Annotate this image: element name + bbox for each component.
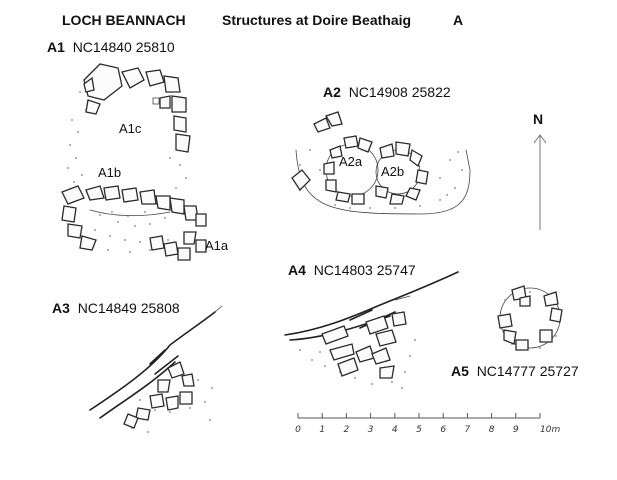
structure-a2-plan [291,111,471,215]
grid-ref-a2: NC14908 25822 [348,84,451,100]
structure-id-a3: A3 [52,300,70,316]
sheet-letter: A [453,12,464,28]
grid-ref-a4: NC14803 25747 [313,262,416,278]
sub-label-a1c: A1c [119,121,142,136]
structure-label-a2: A2 NC14908 25822 [323,85,451,99]
scale-tick-label: 5 [416,425,422,435]
structure-a5-plan [497,285,563,351]
scale-bar: 0 1 2 3 4 5 6 7 8 9 10m [295,413,560,435]
structure-id-a5: A5 [451,363,469,379]
scale-tick-label: 6 [440,425,446,435]
scale-ticks: 0 1 2 3 4 5 6 7 8 9 10m [295,413,560,435]
scale-tick-label: 7 [465,425,471,435]
structure-id-a4: A4 [288,262,306,278]
a4-rubble-spread [299,339,416,389]
north-label: N [533,111,544,127]
structure-label-a4: A4 NC14803 25747 [288,263,416,277]
structure-id-a1: A1 [47,39,65,55]
scale-tick-label: 9 [513,425,519,435]
structure-id-a2: A2 [323,84,341,100]
scale-tick-label: 1 [319,425,325,435]
sub-label-a1b: A1b [98,165,122,180]
scale-tick-label: 0 [295,425,301,435]
structure-a4-plan [284,271,459,389]
site-name: LOCH BEANNACH [62,12,186,28]
grid-ref-a3: NC14849 25808 [77,300,180,316]
structure-label-a5: A5 NC14777 25727 [451,364,579,378]
structure-label-a3: A3 NC14849 25808 [52,301,180,315]
a2b-ring [375,141,429,205]
grid-ref-a1: NC14840 25810 [72,39,175,55]
structure-a1-plan [61,63,207,261]
sub-label-a1a: A1a [205,238,229,253]
a3-rubble-spread [131,379,213,433]
scale-tick-label: 2 [344,425,350,435]
grid-ref-a5: NC14777 25727 [476,363,579,379]
scale-tick-label: 8 [489,425,495,435]
sub-label-a2a: A2a [339,154,363,169]
scale-tick-label: 4 [392,425,398,435]
scale-tick-label: 3 [368,425,374,435]
north-arrow [533,134,547,230]
sub-label-a2b: A2b [381,164,405,179]
structure-a3-plan [89,305,223,433]
scale-tick-label: 10m [540,425,560,435]
drawing-subtitle: Structures at Doire Beathaig [222,12,412,28]
structure-label-a1: A1 NC14840 25810 [47,40,175,54]
a2a-ring [323,135,379,205]
